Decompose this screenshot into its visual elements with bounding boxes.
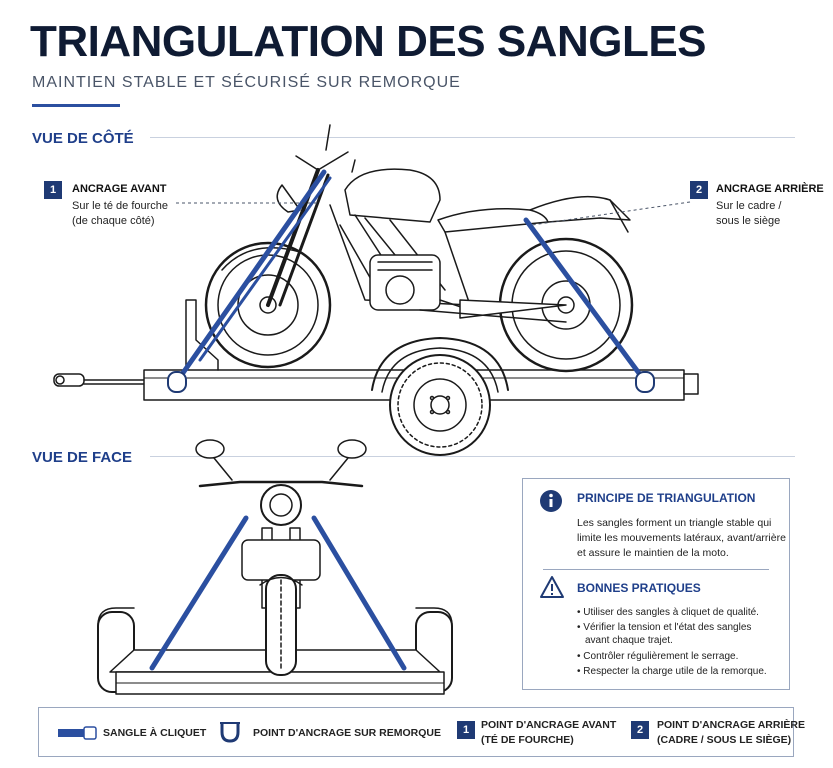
side-view-motorcycle xyxy=(204,124,634,373)
side-view-divider xyxy=(150,137,795,138)
rear-anchor-title: ANCRAGE ARRIÈRE xyxy=(716,183,824,195)
legend-front-line-1: POINT D'ANCRAGE AVANT xyxy=(481,719,617,731)
front-anchor-badge: 1 xyxy=(44,181,62,199)
practices-title: BONNES PRATIQUES xyxy=(577,581,701,595)
legend-front-line-2: (TÉ DE FOURCHE) xyxy=(481,734,574,746)
side-view-label: VUE DE CÔTÉ xyxy=(32,130,134,147)
side-view-straps xyxy=(175,169,647,383)
subtitle-rule xyxy=(32,104,120,107)
side-view-anchor-rings xyxy=(167,371,655,393)
front-anchor-title: ANCRAGE AVANT xyxy=(72,183,167,195)
legend-rear-line-1: POINT D'ANCRAGE ARRIÈRE xyxy=(657,719,805,731)
principle-title: PRINCIPE DE TRIANGULATION xyxy=(577,491,756,505)
warning-icon xyxy=(540,576,564,598)
legend-rear-line-2: (CADRE / SOUS LE SIÈGE) xyxy=(657,734,792,746)
front-view-label: VUE DE FACE xyxy=(32,449,133,466)
legend-rear-badge: 2 xyxy=(631,721,649,739)
practice-item: • Utiliser des sangles à cliquet de qual… xyxy=(577,607,759,618)
principle-text-2: limite les mouvements latéraux, avant/ar… xyxy=(577,532,786,544)
legend: SANGLE À CLIQUET POINT D'ANCRAGE SUR REM… xyxy=(38,707,805,757)
page-subtitle: MAINTIEN STABLE ET SÉCURISÉ SUR REMORQUE xyxy=(32,74,461,91)
legend-front-badge: 1 xyxy=(457,721,475,739)
info-panel: PRINCIPE DE TRIANGULATION Les sangles fo… xyxy=(522,478,790,690)
rear-anchor-badge: 2 xyxy=(690,181,708,199)
side-view-trailer xyxy=(53,299,699,456)
legend-anchor-label: POINT D'ANCRAGE SUR REMORQUE xyxy=(253,727,442,739)
front-view-straps xyxy=(149,515,407,671)
front-anchor-line-1: Sur le té de fourche xyxy=(72,200,169,212)
practice-item: • Vérifier la tension et l'état des sang… xyxy=(577,622,752,633)
anchor-ring-icon xyxy=(220,722,240,743)
practice-item: • Contrôler régulièrement le serrage. xyxy=(577,651,739,662)
practice-item-continued: avant chaque trajet. xyxy=(585,635,673,646)
principle-text-1: Les sangles forment un triangle stable q… xyxy=(577,517,772,529)
principle-text-3: et assure le maintien de la moto. xyxy=(577,547,729,559)
front-anchor-line-2: (de chaque côté) xyxy=(72,215,155,227)
page-title: TRIANGULATION DES SANGLES xyxy=(30,17,707,66)
callout-leaders xyxy=(176,201,691,226)
rear-anchor-line-2: sous le siège xyxy=(716,215,781,227)
strap-icon xyxy=(58,726,97,740)
info-icon xyxy=(540,490,562,512)
legend-strap-label: SANGLE À CLIQUET xyxy=(103,727,207,739)
practice-item: • Respecter la charge utile de la remorq… xyxy=(577,666,767,677)
rear-anchor-line-1: Sur le cadre / xyxy=(716,200,782,212)
front-view-motorcycle xyxy=(195,439,367,676)
panel-separator xyxy=(543,569,769,570)
front-view-divider xyxy=(150,456,795,457)
